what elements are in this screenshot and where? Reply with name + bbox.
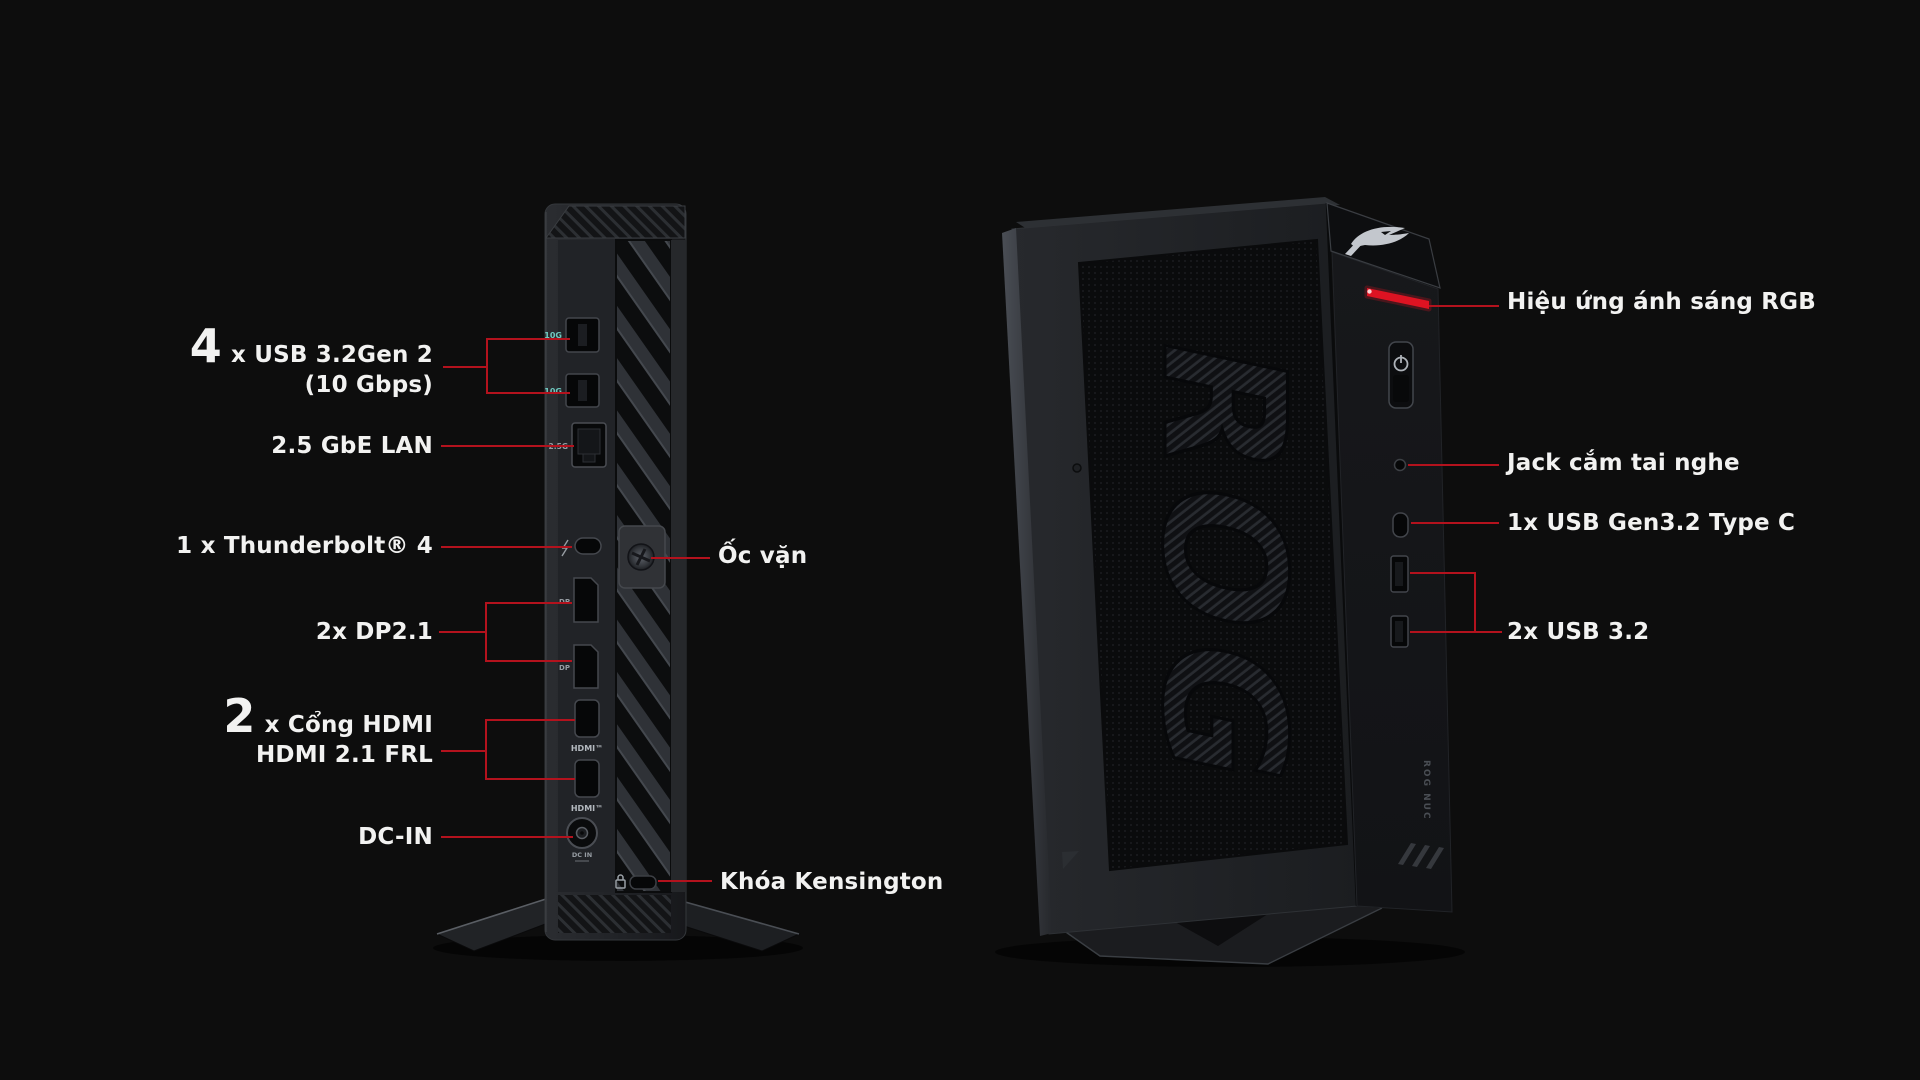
rear-usb-port-1 [565,317,600,353]
rear-device-render: 10G 10G 2.5G DP DP HDMI™ HDMI™ [433,203,803,961]
label-audio-jack: Jack cắm tai nghe [1507,450,1740,476]
connector-usba-bracket [1474,572,1476,633]
label-hdmi-text: x Cổng HDMI [264,712,433,738]
rear-dp-badge-2: DP [559,664,570,672]
label-thunderbolt: 1 x Thunderbolt® 4 [176,533,433,559]
label-dp: 2x DP2.1 [315,619,433,645]
rear-dp-port-2 [573,644,599,689]
label-kensington: Khóa Kensington [720,869,944,895]
front-device-render: ROG [995,197,1465,967]
connector-dp-bracket [485,602,487,662]
label-screw: Ốc vặn [718,543,808,569]
thunderbolt-badge-icon [561,539,569,557]
side-stripes [1398,843,1444,869]
connector-dp-stub-2 [485,660,572,662]
label-rgb: Hiệu ứng ánh sáng RGB [1507,289,1816,315]
label-dcin: DC-IN [358,824,433,850]
connector-kensington-line [658,880,712,882]
rear-hdmi-label-2: HDMI™ [571,804,603,813]
rear-thunderbolt-port [574,537,602,555]
connector-dcin-line [441,836,573,838]
front-usba-port-1 [1390,555,1409,593]
rear-usb-badge-2: 10G [544,387,562,396]
connector-usba-label-line [1410,631,1502,633]
connector-audio-line [1408,464,1499,466]
rear-device-shadow [433,935,803,961]
rear-top-vent [545,205,686,239]
front-mesh-panel: ROG [1077,238,1349,872]
rear-hdmi-label-1: HDMI™ [571,744,603,753]
rog-logo-plate [1326,202,1441,289]
connector-usba-stub-1 [1410,572,1476,574]
connector-dp-stub-1 [485,602,572,604]
connector-hdmi-label-line [441,750,487,752]
rear-right-edge [671,240,686,892]
rgb-light-strip [1364,285,1432,312]
label-hdmi-ports: 2 x Cổng HDMI HDMI 2.1 FRL [223,692,433,770]
connector-lan-line [441,445,574,447]
connector-usb-bracket [486,338,488,394]
connector-usbc-line [1411,522,1499,524]
label-usba: 2x USB 3.2 [1507,619,1650,645]
rear-dcin-port [566,817,598,849]
connector-usb-stub-2 [486,392,570,394]
connector-hdmi-stub-1 [485,719,575,721]
power-icon [1393,355,1409,372]
rear-hdmi-port-2 [574,759,600,798]
front-face-screw [1072,463,1082,473]
connector-rgb-line [1429,305,1499,307]
connector-hdmi-bracket [485,719,487,780]
headphone-jack [1393,458,1407,472]
rear-usb-port-2 [565,373,600,408]
connector-hdmi-stub-2 [485,778,575,780]
rear-screw [618,525,666,589]
rear-hdmi-port-1 [574,699,600,738]
connector-usb-label-line [443,366,487,368]
label-usb-speed: (10 Gbps) [304,372,433,398]
label-hdmi-spec: HDMI 2.1 FRL [255,742,433,768]
label-usb-ports: 4 x USB 3.2Gen 2 (10 Gbps) [190,322,433,400]
connector-thunderbolt-line [441,546,572,548]
rear-usb-badge-1: 10G [544,331,562,340]
connector-usb-stub-1 [486,338,570,340]
rear-kensington-slot [629,875,657,890]
front-corner-triangle [1062,851,1079,869]
side-rog-nuc-text: ROG NUC [1421,760,1431,821]
label-usbc: 1x USB Gen3.2 Type C [1507,510,1796,536]
mesh-rog-letters: ROG [1124,321,1320,815]
kensington-lock-icon [615,874,626,889]
power-button [1388,341,1414,409]
label-usb-count: 4 [189,319,222,373]
rear-dcin-label: DC IN [572,851,592,859]
rear-bottom-vent [558,895,671,933]
rog-eye-logo-icon [1345,226,1409,256]
rear-dp-port-1 [573,577,599,623]
connector-screw-line [651,557,710,559]
connector-dp-label-line [439,631,487,633]
front-side-edge-line [1325,202,1359,907]
label-usb-text: x USB 3.2Gen 2 [230,342,433,368]
label-hdmi-count: 2 [223,689,256,743]
front-usba-port-2 [1390,615,1409,648]
rear-lan-port [571,422,607,468]
label-lan: 2.5 GbE LAN [271,433,433,459]
front-left-edge [1002,228,1052,936]
front-usbc-port [1392,512,1409,538]
